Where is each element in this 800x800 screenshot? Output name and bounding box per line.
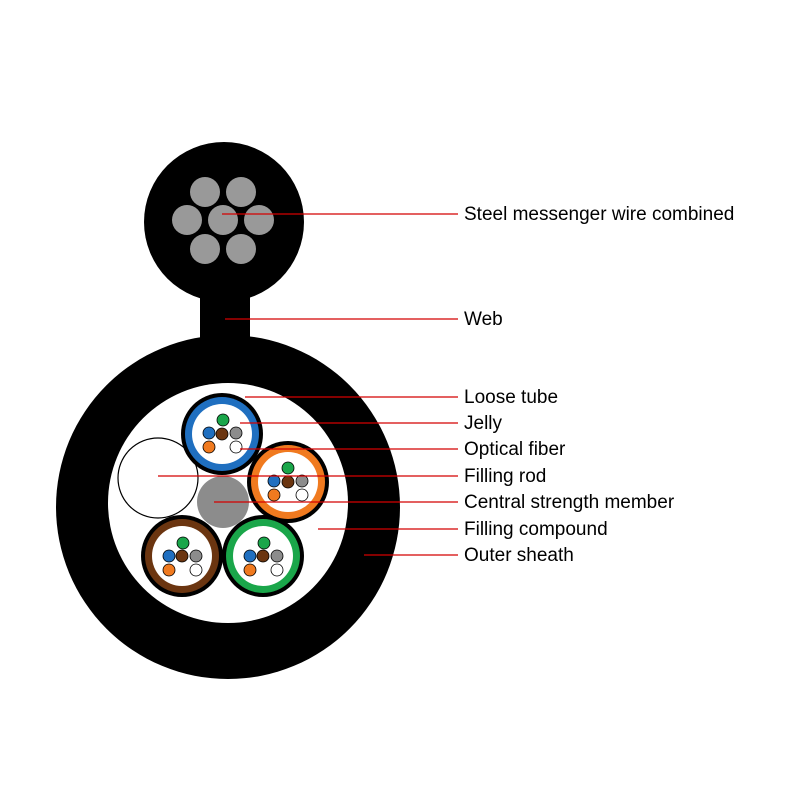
fiber: [256, 549, 270, 563]
fiber: [267, 488, 281, 502]
steel-strand: [172, 205, 202, 235]
label-steel-messenger: Steel messenger wire combined: [464, 204, 734, 225]
steel-messenger-group: [144, 142, 304, 302]
steel-strand: [208, 205, 238, 235]
fiber: [202, 440, 216, 454]
steel-strand: [244, 205, 274, 235]
fiber: [162, 549, 176, 563]
label-outer-sheath: Outer sheath: [464, 545, 574, 566]
label-web: Web: [464, 309, 503, 330]
fiber: [257, 536, 271, 550]
fiber: [243, 549, 257, 563]
fiber: [176, 536, 190, 550]
steel-strand: [226, 177, 256, 207]
steel-strand: [226, 234, 256, 264]
label-filling-rod: Filling rod: [464, 466, 546, 487]
fiber: [189, 549, 203, 563]
filling-rod: [117, 437, 199, 519]
loose-tube-orange: [247, 441, 329, 523]
fiber: [189, 563, 203, 577]
leader-lines: [158, 213, 458, 556]
label-jelly: Jelly: [464, 413, 503, 434]
fiber: [267, 474, 281, 488]
loose-tube-blue: [181, 393, 263, 475]
label-central-strength-member: Central strength member: [464, 492, 675, 513]
loose-tube-brown: [141, 515, 223, 597]
fiber: [229, 426, 243, 440]
label-filling-compound: Filling compound: [464, 519, 608, 540]
fiber: [243, 563, 257, 577]
fiber: [162, 563, 176, 577]
steel-strand: [190, 177, 220, 207]
label-loose-tube: Loose tube: [464, 387, 558, 408]
fiber: [281, 475, 295, 489]
fiber: [295, 474, 309, 488]
fiber: [215, 427, 229, 441]
fiber: [281, 461, 295, 475]
fiber: [175, 549, 189, 563]
fiber: [270, 563, 284, 577]
fiber: [229, 440, 243, 454]
label-optical-fiber: Optical fiber: [464, 439, 566, 460]
labels: Steel messenger wire combined Web Loose …: [464, 204, 734, 566]
fiber: [270, 549, 284, 563]
loose-tube-green: [222, 515, 304, 597]
fiber: [216, 413, 230, 427]
fiber: [295, 488, 309, 502]
steel-strand: [190, 234, 220, 264]
fiber: [202, 426, 216, 440]
